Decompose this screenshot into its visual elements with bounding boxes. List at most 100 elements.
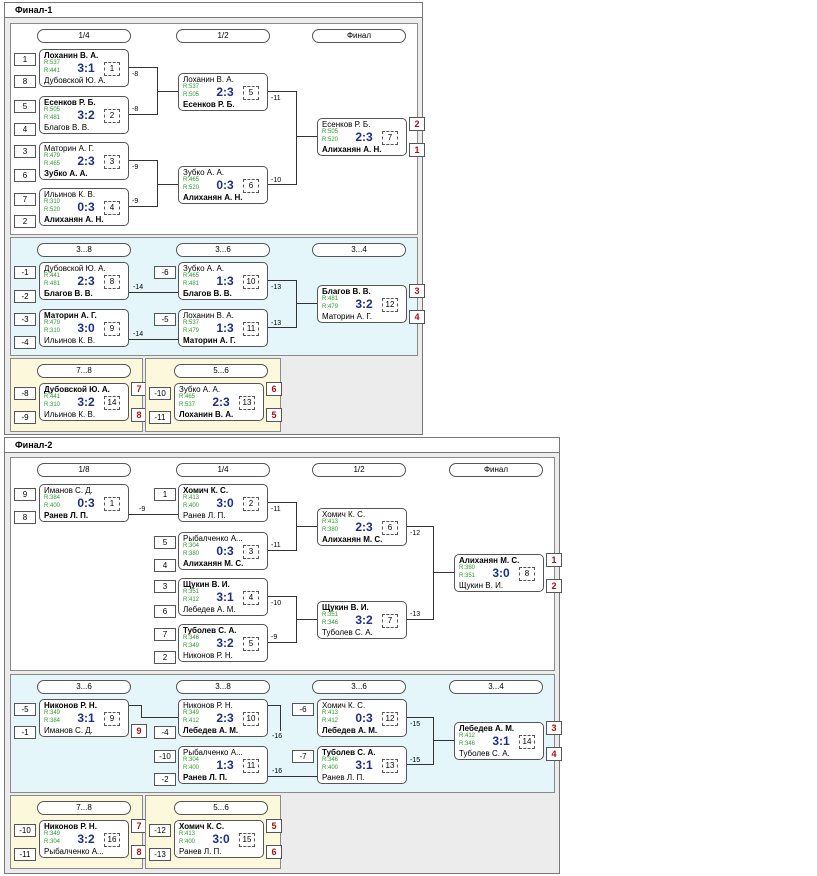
bracket-line [268,327,297,328]
player-rating: R:505 [322,129,339,135]
player-name: Дубовской Ю. А. [44,264,106,273]
round-header: 3...6 [176,243,270,257]
player-name: Благов В. В. [322,287,371,296]
player-rating: R:384 [44,718,61,724]
player-name: Есенков Р. Б. [183,100,235,109]
place-badge: 2 [409,117,425,131]
player-rating: R:349 [183,710,200,716]
round-header: 1/4 [37,29,131,43]
player-rating: R:412 [322,718,339,724]
player-name: Алиханян А. Н. [44,215,104,224]
player-rating: R:349 [44,710,61,716]
seed-number: -3 [14,313,36,326]
player-name: Туболев С. А. [322,748,376,757]
seed-number: 6 [14,169,36,182]
player-name: Ильинов К. В. [44,410,96,419]
player-name: Алиханян М. С. [322,535,383,544]
loser-destination: -14 [133,284,144,291]
player-name: Туболев С. А. [459,749,510,758]
loser-destination: -14 [133,331,144,338]
match-number: 12 [382,712,398,726]
match-score: 2:3 [216,85,234,99]
bracket-line [268,91,297,92]
loser-destination: -11 [271,95,281,102]
player-name: Ранев Л. П. [44,511,89,520]
match-score: 3:0 [492,566,510,580]
match-score: 2:3 [77,274,95,288]
match-score: 1:3 [216,274,234,288]
player-rating: R:441 [44,273,61,279]
match-number: 11 [243,322,259,336]
bracket-line [407,619,434,620]
player-name: Рыбалченко А... [183,534,243,543]
seed-number: -11 [149,411,171,424]
player-rating: R:520 [322,137,339,143]
loser-destination: -15 [410,757,421,764]
player-rating: R:304 [183,543,200,549]
match-score: 0:3 [216,544,234,558]
bracket-line [280,705,281,731]
match-score: 3:2 [77,832,95,846]
match-number: 4 [243,591,259,605]
seed-number: -7 [292,750,314,763]
player-rating: R:481 [322,296,339,302]
bracket-line [129,67,158,68]
match-score: 2:3 [212,395,230,409]
player-rating: R:465 [179,394,196,400]
seed-number: 3 [154,580,176,593]
player-rating: R:351 [322,612,339,618]
match-number: 1 [104,62,120,76]
match-number: 9 [104,712,120,726]
player-name: Благов В. В. [44,289,93,298]
match-score: 0:3 [216,178,234,192]
seed-number: -1 [14,726,36,739]
seed-number: -10 [14,824,36,837]
final-2-consolation-3-8: 3...6 3...8 3...6 3...4 -5 -1 -4 -10 -2 … [10,674,562,793]
bracket-line [296,303,317,304]
match-number: 13 [382,759,398,773]
player-name: Лебедев А. М. [183,605,236,614]
player-name: Благов В. В. [183,289,232,298]
place-badge: 7 [131,382,147,396]
loser-destination: -11 [271,542,281,549]
place-badge: 1 [546,553,562,567]
seed-number: -6 [154,266,176,279]
match-number: 7 [382,614,398,628]
player-name: Есенков Р. Б. [322,120,371,129]
player-rating: R:465 [183,273,200,279]
bracket-line [433,526,434,620]
loser-destination: -9 [271,634,278,641]
player-name: Хомич К. С. [322,510,366,519]
match-score: 3:1 [77,711,95,725]
match-number: 8 [104,275,120,289]
seed-number: -4 [14,336,36,349]
player-name: Лоханин В. А. [183,75,234,84]
match-score: 3:0 [212,832,230,846]
match-number: 6 [382,521,398,535]
final-1-frame: Финал-1 1/4 1/2 Финал 1 8 5 4 3 6 7 2 Ло… [4,2,425,435]
match-number: 10 [243,712,259,726]
match-number: 8 [519,567,535,581]
round-header: 7...8 [37,364,131,378]
match-number: 2 [104,109,120,123]
seed-number: 4 [154,559,176,572]
player-rating: R:380 [459,565,476,571]
bracket-line [296,91,297,185]
round-header: Финал [449,463,543,477]
seed-number: 7 [14,193,36,206]
player-name: Рыбалченко А... [183,748,243,757]
player-name: Хомич К. С. [322,701,366,710]
